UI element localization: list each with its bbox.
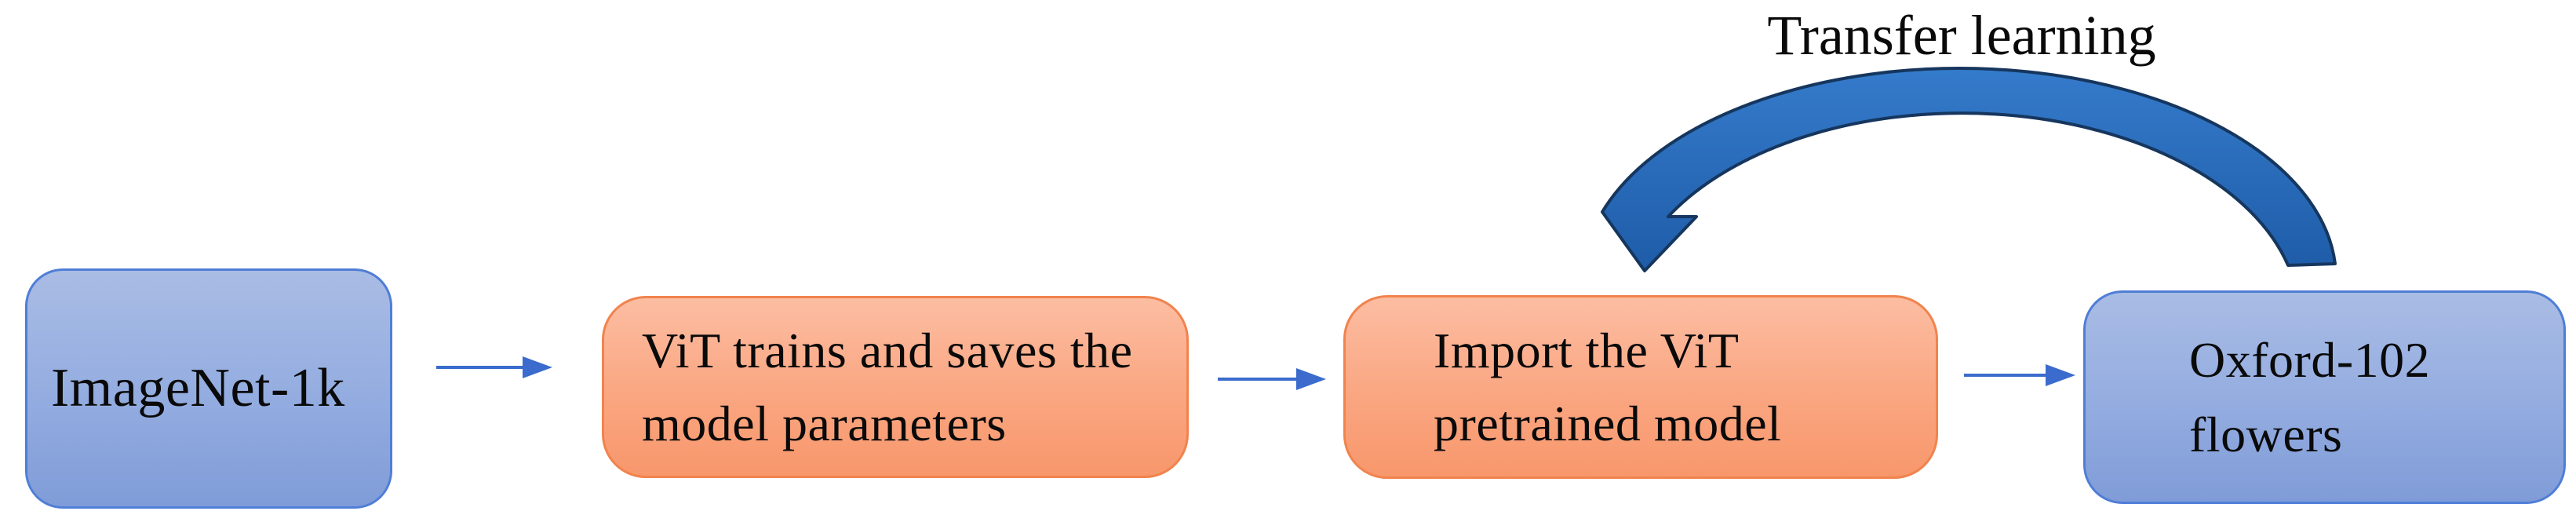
node-imagenet-1k-label: ImageNet-1k [51,358,345,418]
node-vit-train-label-line1: ViT trains and saves the [642,323,1133,378]
node-import-vit-label-line1: Import the ViT [1434,323,1740,378]
node-vit-train-label-line2: model parameters [642,396,1007,451]
node-oxford-102-label-line2: flowers [2189,407,2343,462]
flow-arrow-2 [1218,368,1326,390]
flow-arrow-3 [1964,364,2075,386]
node-import-vit: Import the ViT pretrained model [1343,295,1938,479]
node-oxford-102: Oxford-102 flowers [2083,290,2566,504]
node-vit-train: ViT trains and saves the model parameter… [602,296,1189,478]
flow-arrow-1 [436,356,552,378]
transfer-learning-label: Transfer learning [1767,4,2156,67]
transfer-learning-arrow [1601,67,2337,272]
node-imagenet-1k: ImageNet-1k [25,268,392,509]
node-oxford-102-label-line1: Oxford-102 [2189,332,2431,388]
node-import-vit-label-line2: pretrained model [1434,396,1782,451]
